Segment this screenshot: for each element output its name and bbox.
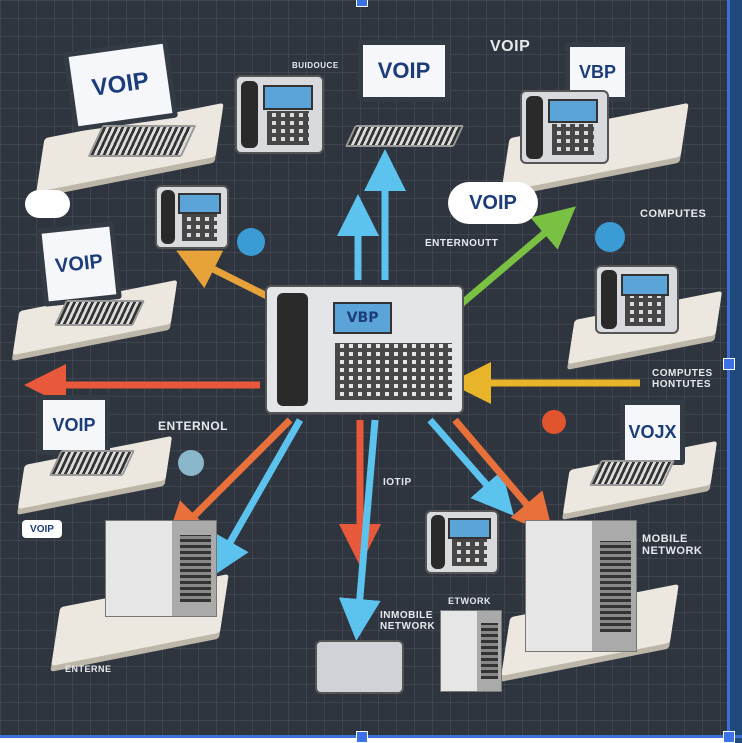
- laptop-voip-left-2: VOIP: [38, 395, 110, 455]
- voip-badge: VOIP: [22, 520, 62, 538]
- label-enternol: ENTERNOL: [158, 419, 228, 433]
- router-icon: [315, 640, 404, 694]
- desk-phone-icon: [595, 265, 679, 334]
- keyboard-icon: [53, 300, 146, 326]
- server-tower-icon: [440, 610, 502, 692]
- arrow-downleft-orange: [165, 417, 293, 545]
- laptop-voip-left: VOIP: [36, 221, 122, 307]
- desk-phone-icon: [425, 510, 499, 574]
- server-tower-icon: [105, 520, 217, 617]
- arrow-downright-blue: [427, 417, 514, 516]
- desk-phone-icon: [235, 75, 324, 154]
- desk-phone-icon: [520, 90, 609, 164]
- label-buidouce: BUIDOUCE: [292, 61, 339, 70]
- arrow-down-blue: [338, 419, 381, 641]
- cloud-icon: [25, 190, 70, 218]
- outside-area: [730, 0, 742, 743]
- label-voip-top: VOIP: [490, 38, 531, 55]
- desk-phone-icon: [155, 185, 229, 249]
- arrow-downleft-blue: [209, 418, 304, 579]
- label-enternoutt: ENTERNOUTT: [425, 238, 499, 249]
- server-tower-icon: [525, 520, 637, 652]
- label-etwork: ETWORK: [448, 596, 491, 606]
- keyboard-icon: [588, 460, 676, 486]
- monitor-voip-top-left: VOIP: [62, 38, 179, 132]
- app-icon: [178, 450, 204, 476]
- label-computes: COMPUTES: [640, 208, 707, 220]
- laptop-vojx-right: VOJX: [620, 400, 685, 465]
- monitor-voip-top-center: VOIP: [358, 40, 450, 102]
- resize-handle-top[interactable]: [356, 0, 368, 7]
- keyboard-icon: [48, 450, 136, 476]
- resize-handle-bottom-right[interactable]: [723, 731, 735, 743]
- resize-handle-right[interactable]: [723, 358, 735, 370]
- central-voip-phone: VBP: [265, 285, 464, 414]
- arrow-downright-orange: [452, 417, 554, 537]
- user-icon: [595, 222, 625, 252]
- arrow-upleft-orange: [176, 250, 277, 304]
- keyboard-icon: [344, 125, 465, 147]
- alert-icon: [542, 410, 566, 434]
- arrows-layer: [24, 149, 640, 641]
- illustration-canvas: VOIP VOIP VBP VOIP VBP VOIP VOJX VOIP VO…: [0, 0, 727, 735]
- app-icon: [237, 228, 265, 256]
- selection-border-right: [727, 0, 730, 743]
- keyboard-icon: [87, 125, 197, 157]
- selection-border-bottom: [0, 735, 742, 738]
- label-iotip: IOTIP: [383, 477, 412, 488]
- arrow-upright-green: [457, 206, 577, 308]
- label-enterne: ENTERNE: [65, 664, 112, 674]
- voip-cloud: VOIP: [448, 182, 538, 224]
- resize-handle-bottom[interactable]: [356, 731, 368, 743]
